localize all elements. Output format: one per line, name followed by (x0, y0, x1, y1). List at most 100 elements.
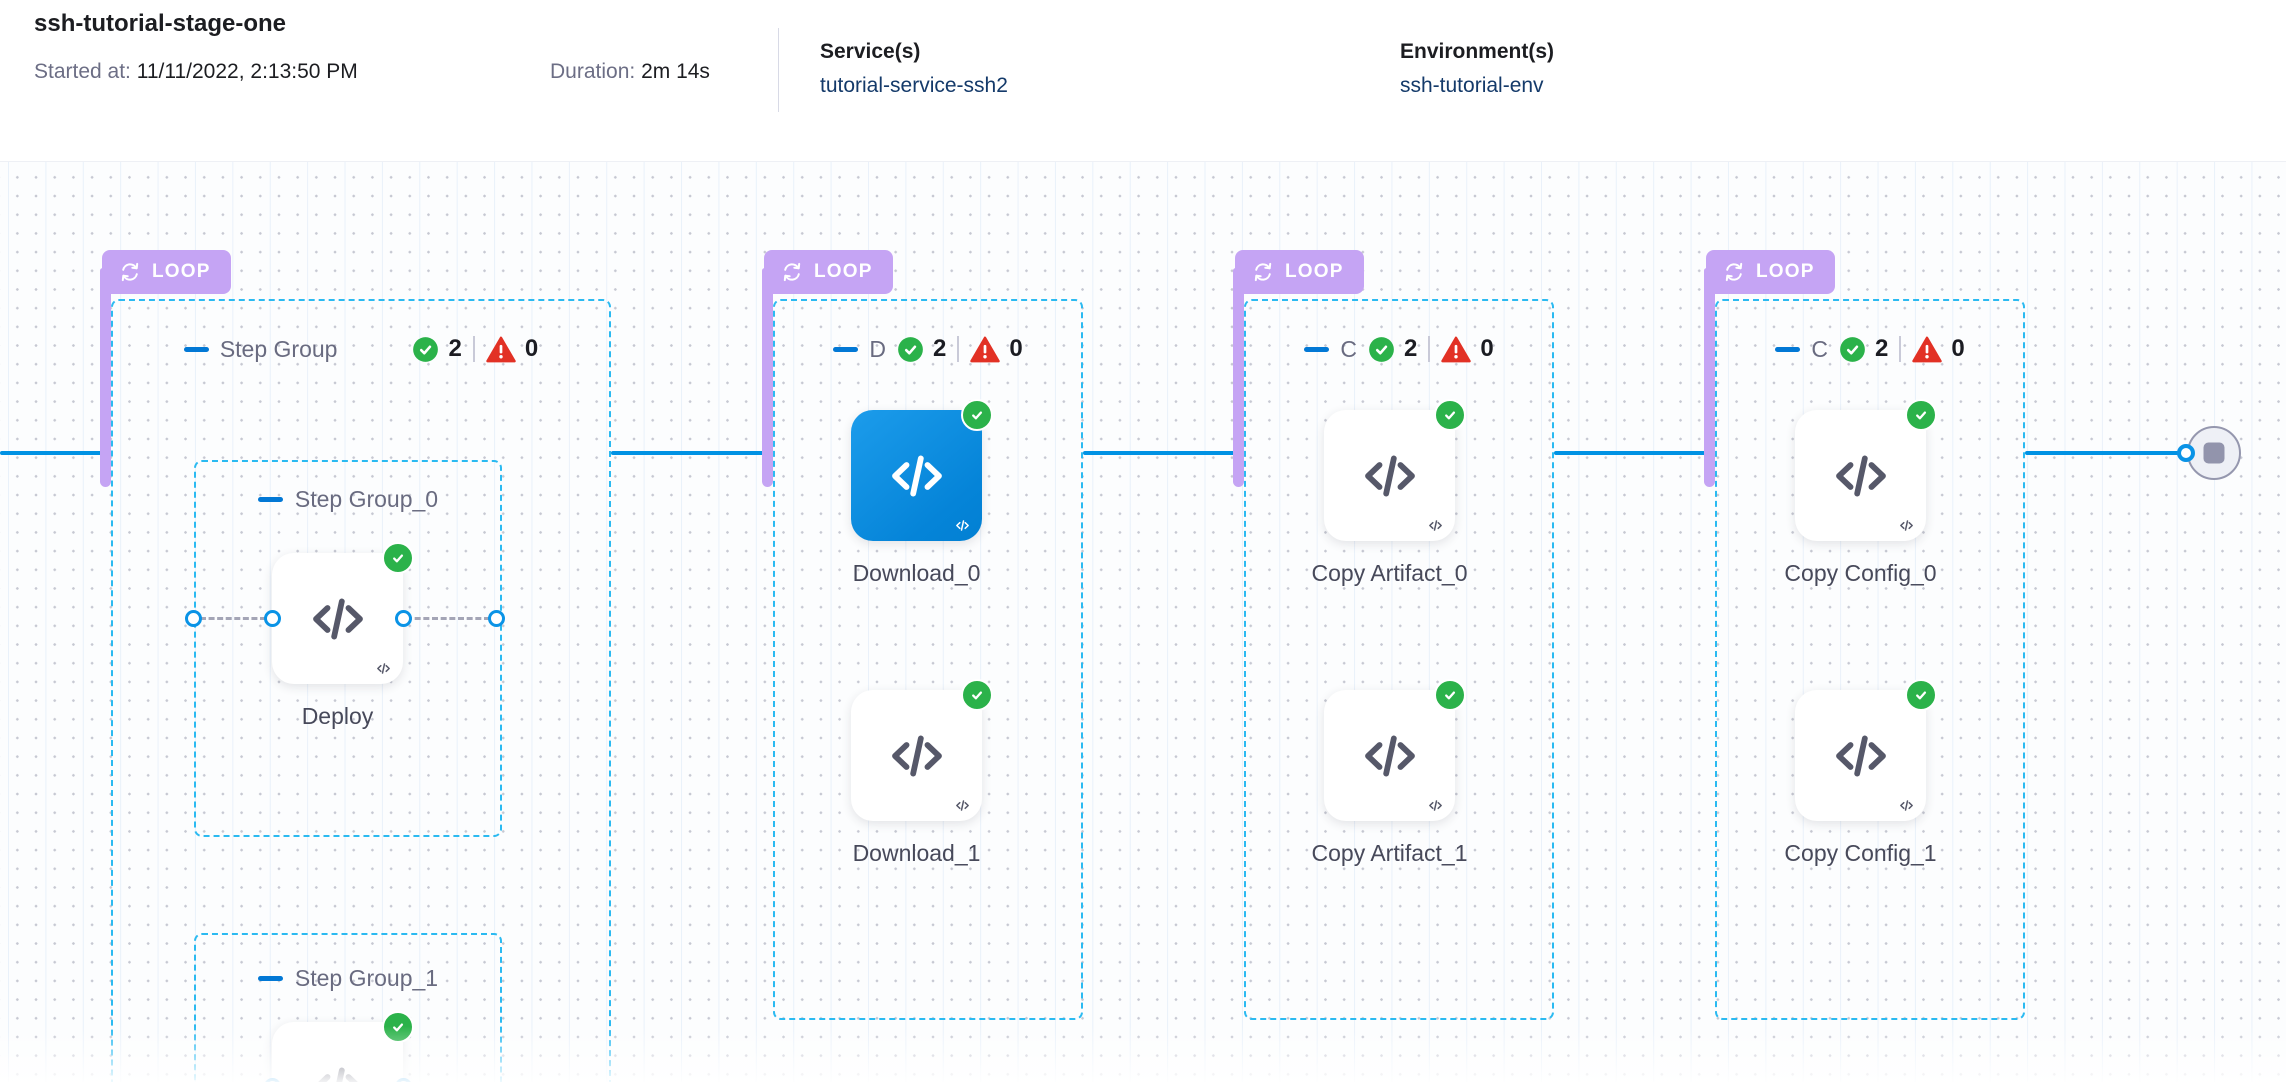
step-copy-config-1[interactable]: Copy Config_1 (1784, 679, 1937, 866)
code-icon (884, 443, 950, 509)
step-clipped[interactable] (272, 1011, 414, 1082)
step-node[interactable] (1324, 399, 1466, 541)
step-deploy[interactable]: Deploy (272, 542, 414, 729)
step-label: Copy Artifact_1 (1311, 840, 1468, 866)
code-corner-icon (377, 663, 390, 674)
step-copy-artifact-0[interactable]: Copy Artifact_0 (1312, 399, 1467, 586)
step-node[interactable] (1795, 399, 1937, 541)
success-status-icon (961, 399, 993, 431)
group-name: D (869, 335, 886, 362)
copy-artifact-group-container: C 2 0 (1244, 299, 1554, 1020)
step-label: Deploy (301, 703, 374, 729)
group-header: C 2 0 (1717, 335, 2023, 363)
group-name: C (1811, 335, 1828, 362)
failed-count: 0 (524, 335, 539, 362)
success-icon (413, 336, 439, 362)
execution-header: ssh-tutorial-stage-one Started at: 11/11… (0, 0, 2286, 162)
collapse-icon[interactable] (257, 497, 283, 502)
flow-line-segment (2025, 451, 2186, 455)
flow-line-segment (1083, 451, 1235, 455)
step-download-0[interactable]: Download_0 (851, 399, 993, 586)
started-at: Started at: 11/11/2022, 2:13:50 PM (34, 60, 358, 84)
copy-config-group-container: C 2 0 (1715, 299, 2025, 1020)
count-divider (957, 336, 960, 362)
success-icon (1369, 336, 1394, 362)
success-status-icon (1905, 679, 1937, 711)
step-node[interactable] (272, 1011, 414, 1082)
collapse-icon[interactable] (1304, 346, 1330, 352)
step-node[interactable] (1795, 679, 1937, 821)
loop-badge[interactable]: LOOP (102, 250, 231, 294)
success-count: 2 (932, 335, 947, 362)
code-corner-icon (1429, 800, 1442, 811)
code-icon (305, 586, 371, 652)
success-status-icon (961, 679, 993, 711)
duration-value: 2m 14s (641, 60, 710, 83)
group-header: C 2 0 (1246, 335, 1552, 363)
loop-strip (100, 268, 111, 487)
loop-icon (783, 262, 801, 282)
loop-icon (121, 262, 139, 282)
success-status-icon (1434, 679, 1466, 711)
loop-badge[interactable]: LOOP (1235, 250, 1364, 294)
collapse-icon[interactable] (833, 346, 859, 352)
step-node[interactable] (272, 542, 414, 684)
collapse-icon[interactable] (257, 976, 283, 981)
step-node-selected[interactable] (851, 399, 993, 541)
code-icon (1828, 443, 1894, 509)
environment-link[interactable]: ssh-tutorial-env (1400, 74, 1544, 97)
duration-label: Duration: (550, 60, 636, 83)
loop-icon (1254, 262, 1272, 282)
success-count: 2 (1403, 335, 1418, 362)
step-copy-config-0[interactable]: Copy Config_0 (1784, 399, 1937, 586)
header-divider (778, 28, 779, 112)
collapse-icon[interactable] (1775, 346, 1801, 352)
flow-line-segment (611, 451, 764, 455)
step-label: Copy Config_1 (1784, 840, 1937, 866)
service-link[interactable]: tutorial-service-ssh2 (820, 74, 1008, 97)
pipeline-canvas[interactable]: LOOP LOOP LOOP LOOP Step Group 2 0 St (0, 162, 2286, 1082)
step-node[interactable] (1324, 679, 1466, 821)
stage-title: ssh-tutorial-stage-one (34, 10, 287, 37)
failed-count: 0 (1480, 335, 1494, 362)
status-counts: 2 0 (897, 335, 1023, 363)
success-count: 2 (1874, 335, 1889, 362)
loop-badge-label: LOOP (1756, 261, 1815, 282)
connector-port (264, 610, 281, 627)
step-label: Copy Config_0 (1784, 560, 1937, 586)
success-status-icon (382, 1011, 414, 1043)
failed-count: 0 (1951, 335, 1965, 362)
step-label: Download_1 (852, 840, 981, 866)
step-node[interactable] (851, 679, 993, 821)
collapse-icon[interactable] (183, 346, 209, 352)
step-label: Copy Artifact_0 (1311, 560, 1468, 586)
success-status-icon (1905, 399, 1937, 431)
code-icon (1357, 723, 1423, 789)
group-name: Step Group_1 (294, 965, 439, 991)
loop-strip (762, 268, 773, 487)
connector-port (488, 610, 505, 627)
loop-badge-label: LOOP (814, 261, 873, 282)
loop-strip (1233, 268, 1244, 487)
started-at-value: 11/11/2022, 2:13:50 PM (136, 60, 358, 83)
connector-port (2177, 444, 2195, 462)
connector-port (185, 610, 202, 627)
group-header: D 2 0 (775, 335, 1081, 363)
connector-dashed (200, 617, 266, 620)
code-icon (1828, 723, 1894, 789)
step-download-1[interactable]: Download_1 (851, 679, 993, 866)
stage-end-node[interactable] (2187, 426, 2241, 480)
status-counts: 2 0 (1839, 335, 1965, 363)
code-icon (884, 723, 950, 789)
connector-dashed (406, 617, 490, 620)
services-label: Service(s) (820, 40, 921, 63)
success-icon (1840, 336, 1865, 362)
status-counts: 2 0 (1368, 335, 1494, 363)
step-copy-artifact-1[interactable]: Copy Artifact_1 (1312, 679, 1467, 866)
group-header: Step Group_0 (196, 486, 500, 513)
loop-badge[interactable]: LOOP (764, 250, 893, 294)
step-group-0-container: Step Group_0 (194, 460, 502, 837)
code-corner-icon (1429, 520, 1442, 531)
connector-port (395, 610, 412, 627)
loop-badge[interactable]: LOOP (1706, 250, 1835, 294)
